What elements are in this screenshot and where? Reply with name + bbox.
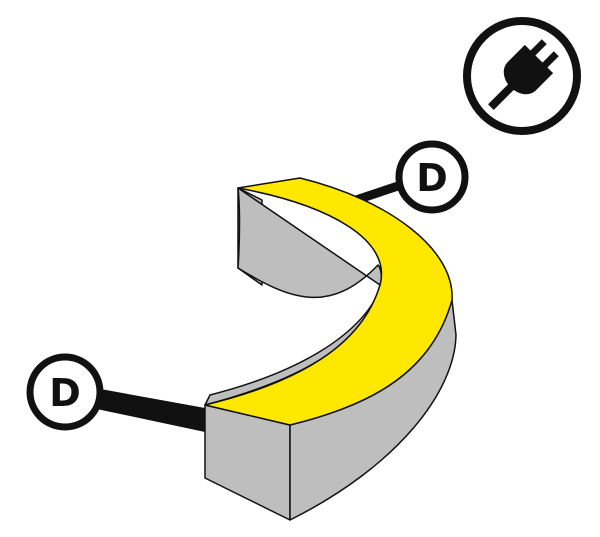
power-plug-icon xyxy=(463,17,581,135)
leader-line-left xyxy=(92,388,205,432)
callout-top: D xyxy=(395,140,469,214)
callout-top-letter: D xyxy=(416,156,448,200)
strip-top-face xyxy=(204,177,453,426)
callout-left: D xyxy=(26,353,104,431)
callout-left-letter: D xyxy=(49,371,81,415)
